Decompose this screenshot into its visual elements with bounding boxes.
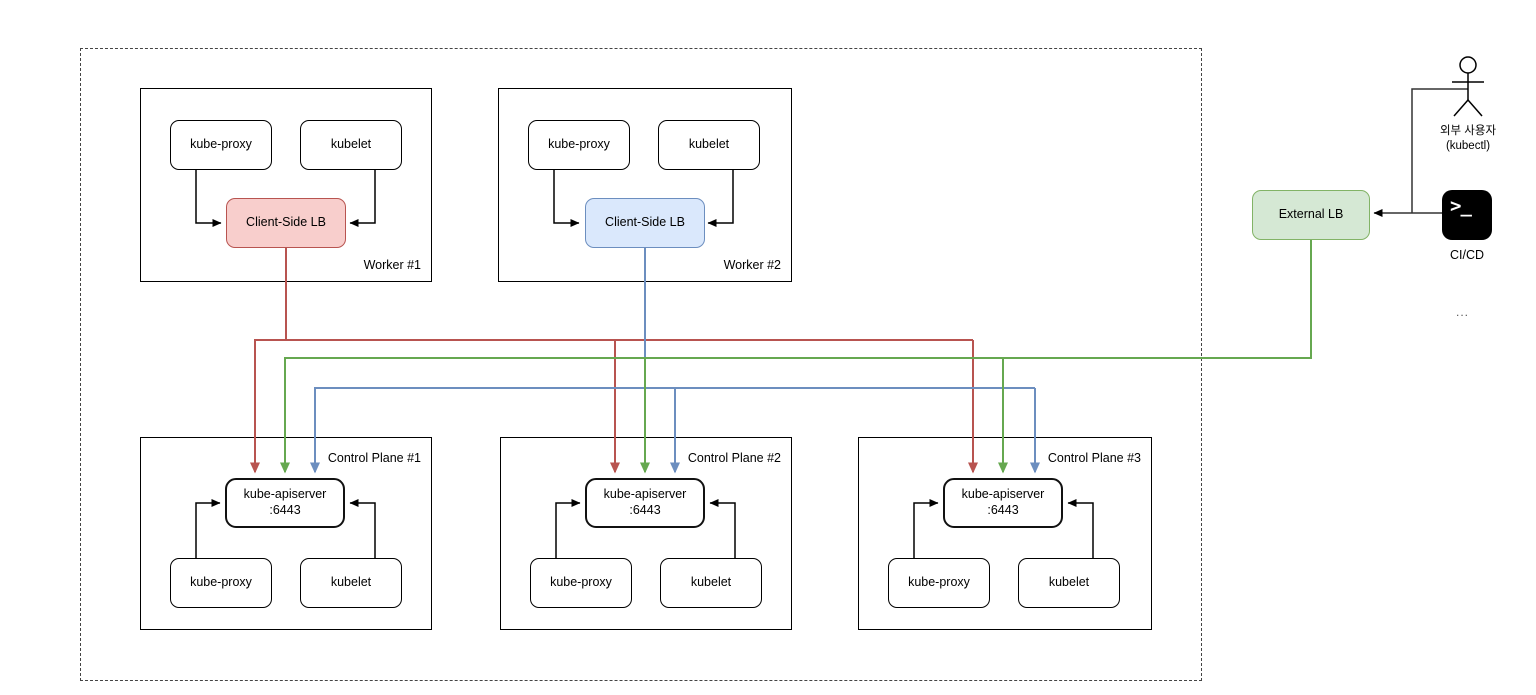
terminal-prompt-glyph: >_ bbox=[1450, 195, 1472, 217]
control-plane-2-kubelet-node: kubelet bbox=[660, 558, 762, 608]
worker-1-kubelet-node: kubelet bbox=[300, 120, 402, 170]
worker-1-client-side-lb-node: Client-Side LB bbox=[226, 198, 346, 248]
control-plane-3-kube-proxy-node: kube-proxy bbox=[888, 558, 990, 608]
node-label: kubelet bbox=[690, 575, 732, 590]
worker-1-kube-proxy-node: kube-proxy bbox=[170, 120, 272, 170]
control-plane-2-apiserver-node: kube-apiserver :6443 bbox=[585, 478, 705, 528]
terminal-icon: >_ bbox=[1442, 190, 1492, 240]
node-label: kubelet bbox=[330, 575, 372, 590]
apiserver-label: kube-apiserver bbox=[961, 487, 1045, 502]
node-label: Client-Side LB bbox=[605, 215, 685, 230]
external-lb-node: External LB bbox=[1252, 190, 1370, 240]
apiserver-port: :6443 bbox=[269, 503, 301, 517]
control-plane-2-label: Control Plane #2 bbox=[687, 451, 781, 465]
apiserver-port: :6443 bbox=[987, 503, 1019, 517]
worker-2-kube-proxy-node: kube-proxy bbox=[528, 120, 630, 170]
node-label: kube-proxy bbox=[908, 575, 970, 590]
node-label: kube-proxy bbox=[548, 137, 610, 152]
external-user-icon bbox=[1452, 56, 1484, 117]
worker-2-group: Worker #2 bbox=[498, 88, 792, 282]
control-plane-1-label: Control Plane #1 bbox=[327, 451, 421, 465]
node-label: kube-proxy bbox=[190, 137, 252, 152]
node-label: Client-Side LB bbox=[246, 215, 326, 230]
node-label: kubelet bbox=[688, 137, 730, 152]
external-user-label-line2: (kubectl) bbox=[1445, 139, 1491, 152]
node-label: kube-proxy bbox=[550, 575, 612, 590]
worker-2-client-side-lb-node: Client-Side LB bbox=[585, 198, 705, 248]
control-plane-3-label: Control Plane #3 bbox=[1047, 451, 1141, 465]
ellipsis-label: ... bbox=[1456, 305, 1470, 319]
external-user-label: 외부 사용자 (kubectl) bbox=[1408, 124, 1528, 154]
node-label: External LB bbox=[1278, 207, 1344, 222]
control-plane-1-apiserver-node: kube-apiserver :6443 bbox=[225, 478, 345, 528]
node-label: kubelet bbox=[1048, 575, 1090, 590]
worker-2-label: Worker #2 bbox=[723, 258, 781, 272]
external-user-label-line1: 외부 사용자 bbox=[1439, 125, 1497, 137]
worker-1-label: Worker #1 bbox=[363, 258, 421, 272]
control-plane-1-kube-proxy-node: kube-proxy bbox=[170, 558, 272, 608]
worker-1-group: Worker #1 bbox=[140, 88, 432, 282]
node-label: kubelet bbox=[330, 137, 372, 152]
node-label: kube-proxy bbox=[190, 575, 252, 590]
apiserver-port: :6443 bbox=[629, 503, 661, 517]
control-plane-2-kube-proxy-node: kube-proxy bbox=[530, 558, 632, 608]
control-plane-3-apiserver-node: kube-apiserver :6443 bbox=[943, 478, 1063, 528]
control-plane-1-kubelet-node: kubelet bbox=[300, 558, 402, 608]
cicd-label: CI/CD bbox=[1449, 248, 1485, 262]
apiserver-label: kube-apiserver bbox=[243, 487, 327, 502]
worker-2-kubelet-node: kubelet bbox=[658, 120, 760, 170]
apiserver-label: kube-apiserver bbox=[603, 487, 687, 502]
control-plane-3-kubelet-node: kubelet bbox=[1018, 558, 1120, 608]
